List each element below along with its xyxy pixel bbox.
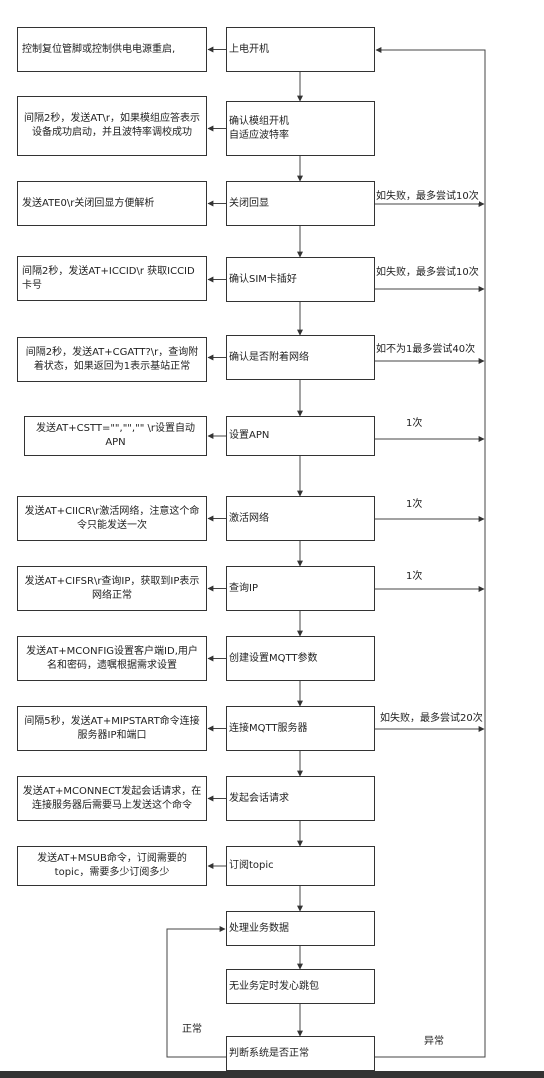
side-note-step-10: 如失败，最多尝试20次 <box>380 713 483 725</box>
action-box-3: 发送ATE0\r关闭回显方便解析 <box>17 181 207 226</box>
action-box-5: 间隔2秒，发送AT+CGATT?\r，查询附着状态，如果返回为1表示基站正常 <box>17 337 207 382</box>
side-note-step-3: 如失败，最多尝试10次 <box>376 191 479 203</box>
action-box-8: 发送AT+CIFSR\r查询IP，获取到IP表示网络正常 <box>17 566 207 611</box>
action-box-2: 间隔2秒，发送AT\r，如果模组应答表示设备成功启动，并且波特率调校成功 <box>17 96 207 156</box>
action-box-12: 发送AT+MSUB命令，订阅需要的topic，需要多少订阅多少 <box>17 846 207 886</box>
action-box-6: 发送AT+CSTT="","","" \r设置自动APN <box>24 416 207 456</box>
step-box-6: 设置APN <box>226 416 375 456</box>
step-box-4: 确认SIM卡插好 <box>226 257 375 302</box>
action-box-7: 发送AT+CIICR\r激活网络，注意这个命令只能发送一次 <box>17 496 207 541</box>
normal-loop-line <box>166 926 226 1058</box>
label-abnormal: 异常 <box>424 1036 444 1048</box>
side-note-step-4: 如失败，最多尝试10次 <box>376 267 479 279</box>
step-box-9: 创建设置MQTT参数 <box>226 636 375 681</box>
side-note-step-5: 如不为1最多尝试40次 <box>376 344 476 356</box>
action-box-1: 控制复位管脚或控制供电电源重启, <box>17 27 207 72</box>
action-box-11: 发送AT+MCONNECT发起会话请求，在连接服务器后需要马上发送这个命令 <box>17 776 207 821</box>
side-note-step-8: 1次 <box>406 571 423 583</box>
step-box-1: 上电开机 <box>226 27 375 72</box>
action-box-4: 间隔2秒，发送AT+ICCID\r 获取ICCID卡号 <box>17 256 207 301</box>
step-box-2: 确认模组开机 自适应波特率 <box>226 101 375 156</box>
step-box-11: 发起会话请求 <box>226 776 375 821</box>
step-box-13: 处理业务数据 <box>226 911 375 946</box>
step-box-3: 关闭回显 <box>226 181 375 226</box>
step-box-14: 无业务定时发心跳包 <box>226 969 375 1004</box>
label-normal: 正常 <box>182 1024 202 1036</box>
abnormal-return-line <box>375 47 486 1058</box>
step-box-12: 订阅topic <box>226 846 375 886</box>
step-box-7: 激活网络 <box>226 496 375 541</box>
step-box-15: 判断系统是否正常 <box>226 1036 375 1071</box>
step-box-8: 查询IP <box>226 566 375 611</box>
step-box-5: 确认是否附着网络 <box>226 335 375 380</box>
action-box-10: 间隔5秒，发送AT+MIPSTART命令连接服务器IP和端口 <box>17 706 207 751</box>
step-box-10: 连接MQTT服务器 <box>226 706 375 751</box>
action-box-9: 发送AT+MCONFIG设置客户端ID,用户名和密码，遗嘱根据需求设置 <box>17 636 207 681</box>
side-note-step-6: 1次 <box>406 418 423 430</box>
side-note-step-7: 1次 <box>406 499 423 511</box>
bottom-bar <box>0 1071 544 1078</box>
